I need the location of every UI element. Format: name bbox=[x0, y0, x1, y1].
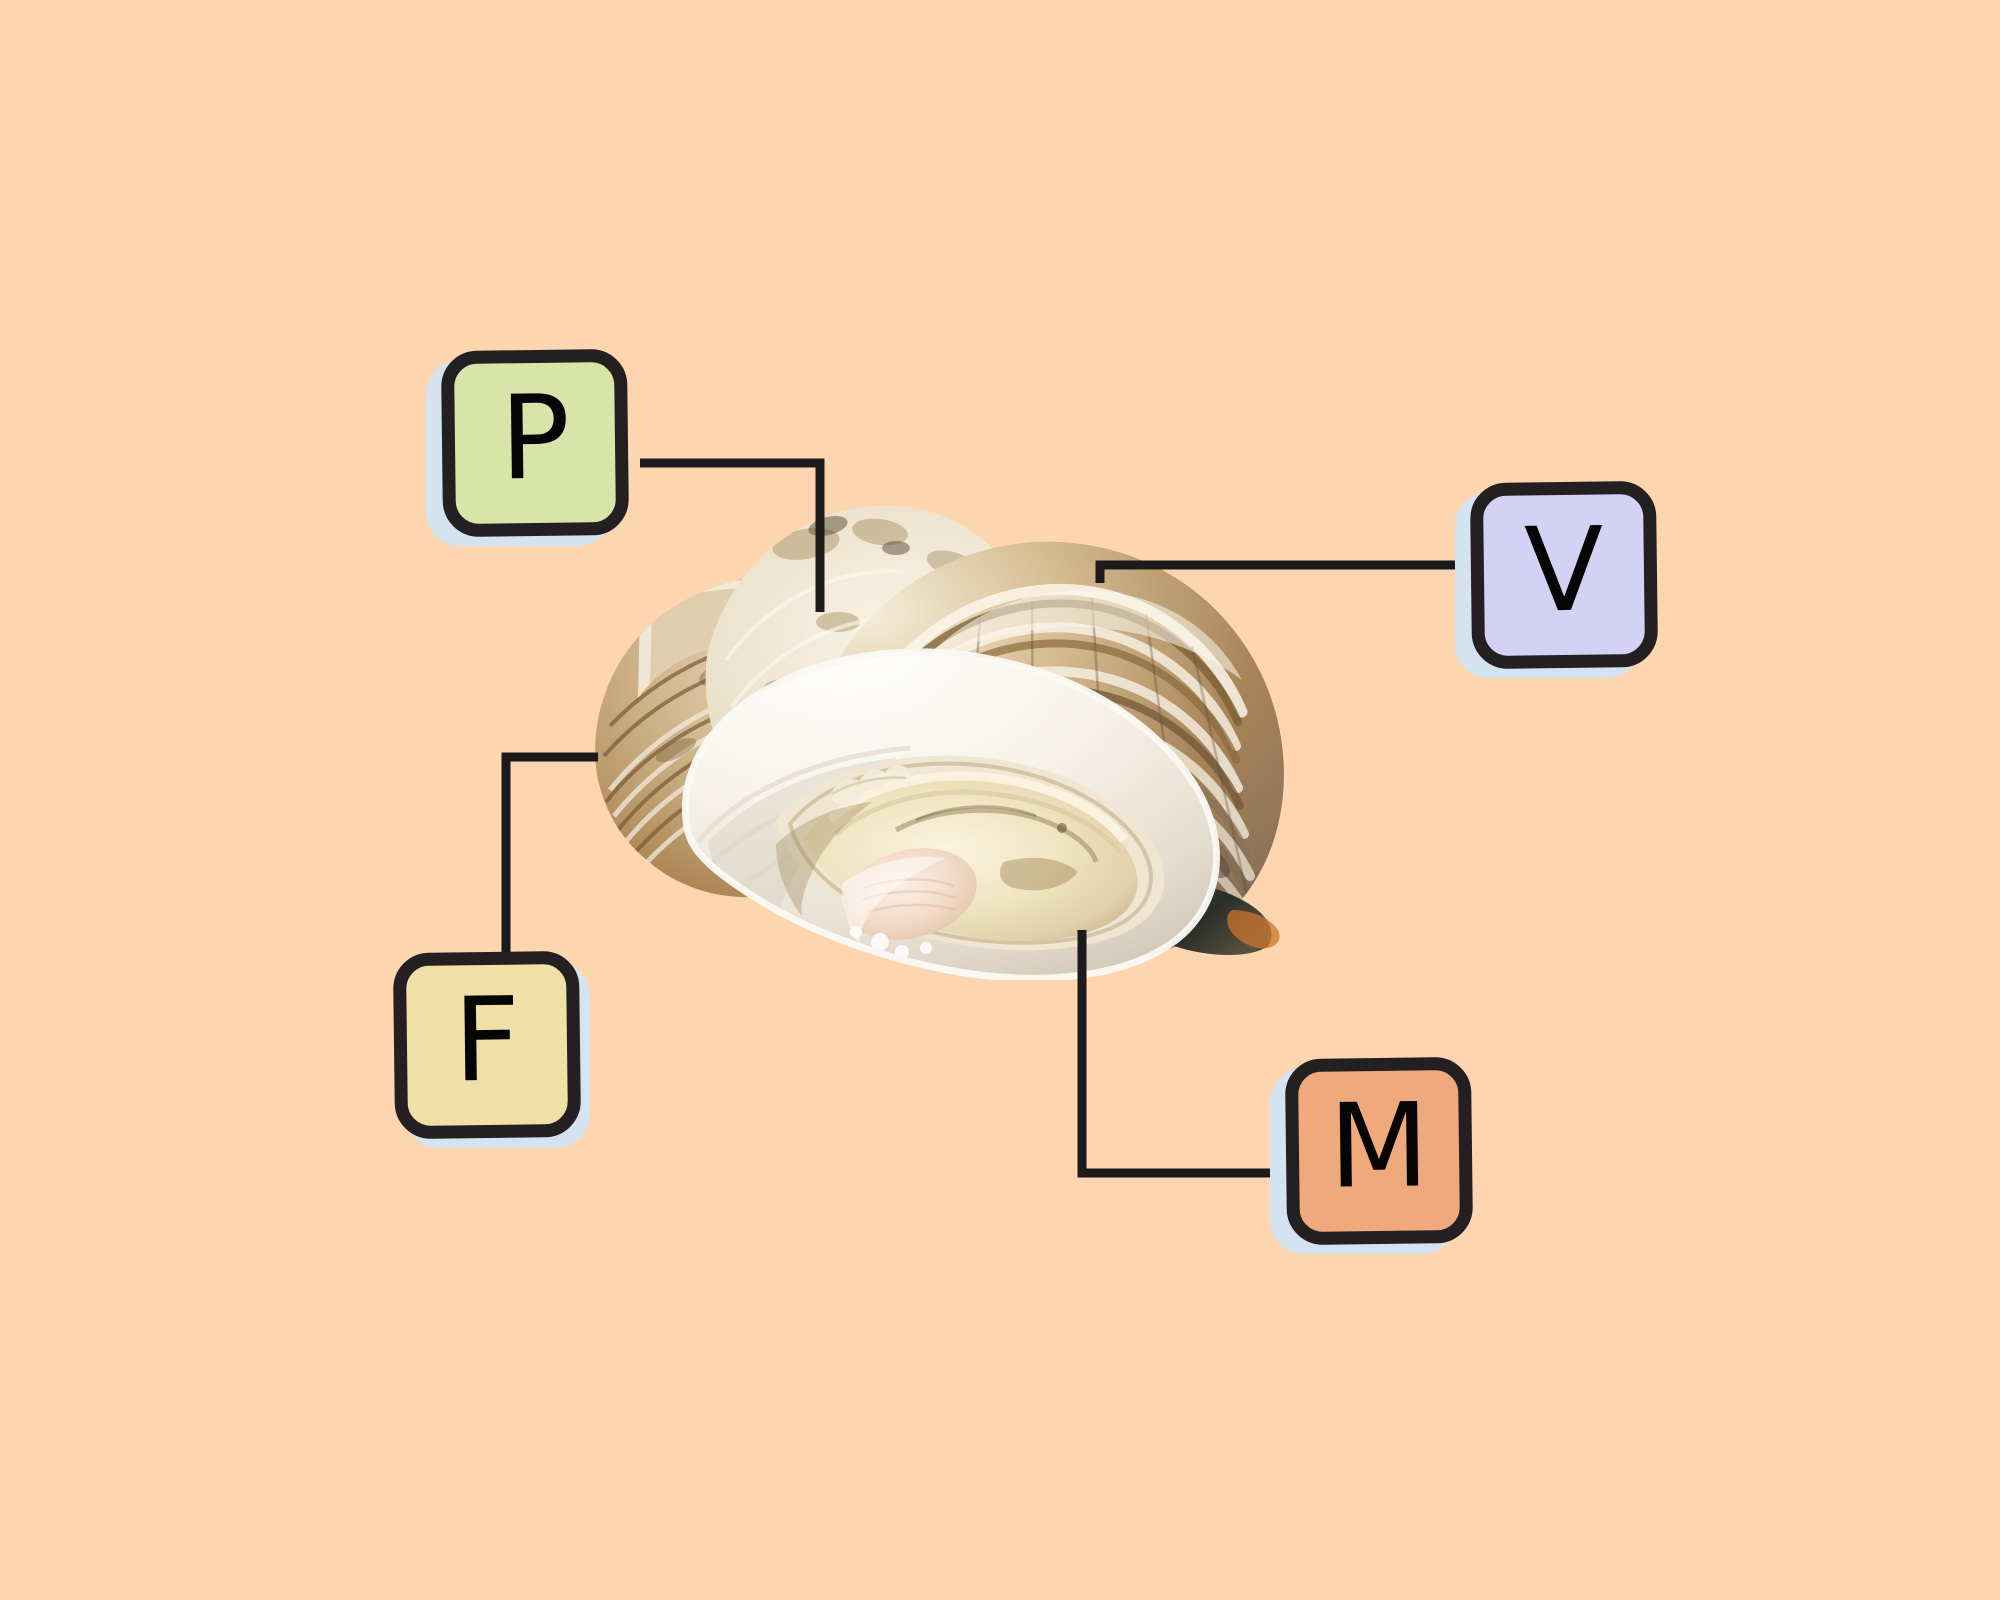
oyster-meat bbox=[804, 771, 1138, 959]
badge-face-v: V bbox=[1469, 480, 1659, 670]
badge-face-f: F bbox=[392, 950, 582, 1140]
badge-letter-f: F bbox=[452, 972, 522, 1109]
badge-letter-p: P bbox=[499, 370, 571, 507]
label-badge-p[interactable]: P bbox=[426, 348, 630, 546]
badge-face-p: P bbox=[440, 348, 630, 538]
badge-letter-m: M bbox=[1328, 1078, 1430, 1215]
badge-letter-v: V bbox=[1523, 502, 1605, 639]
badge-face-m: M bbox=[1284, 1056, 1474, 1246]
oyster-shell-front-rim bbox=[681, 648, 1221, 980]
oyster-image bbox=[580, 490, 1330, 980]
label-badge-m[interactable]: M bbox=[1270, 1056, 1474, 1254]
label-badge-f[interactable]: F bbox=[386, 950, 590, 1148]
label-badge-v[interactable]: V bbox=[1455, 480, 1659, 678]
